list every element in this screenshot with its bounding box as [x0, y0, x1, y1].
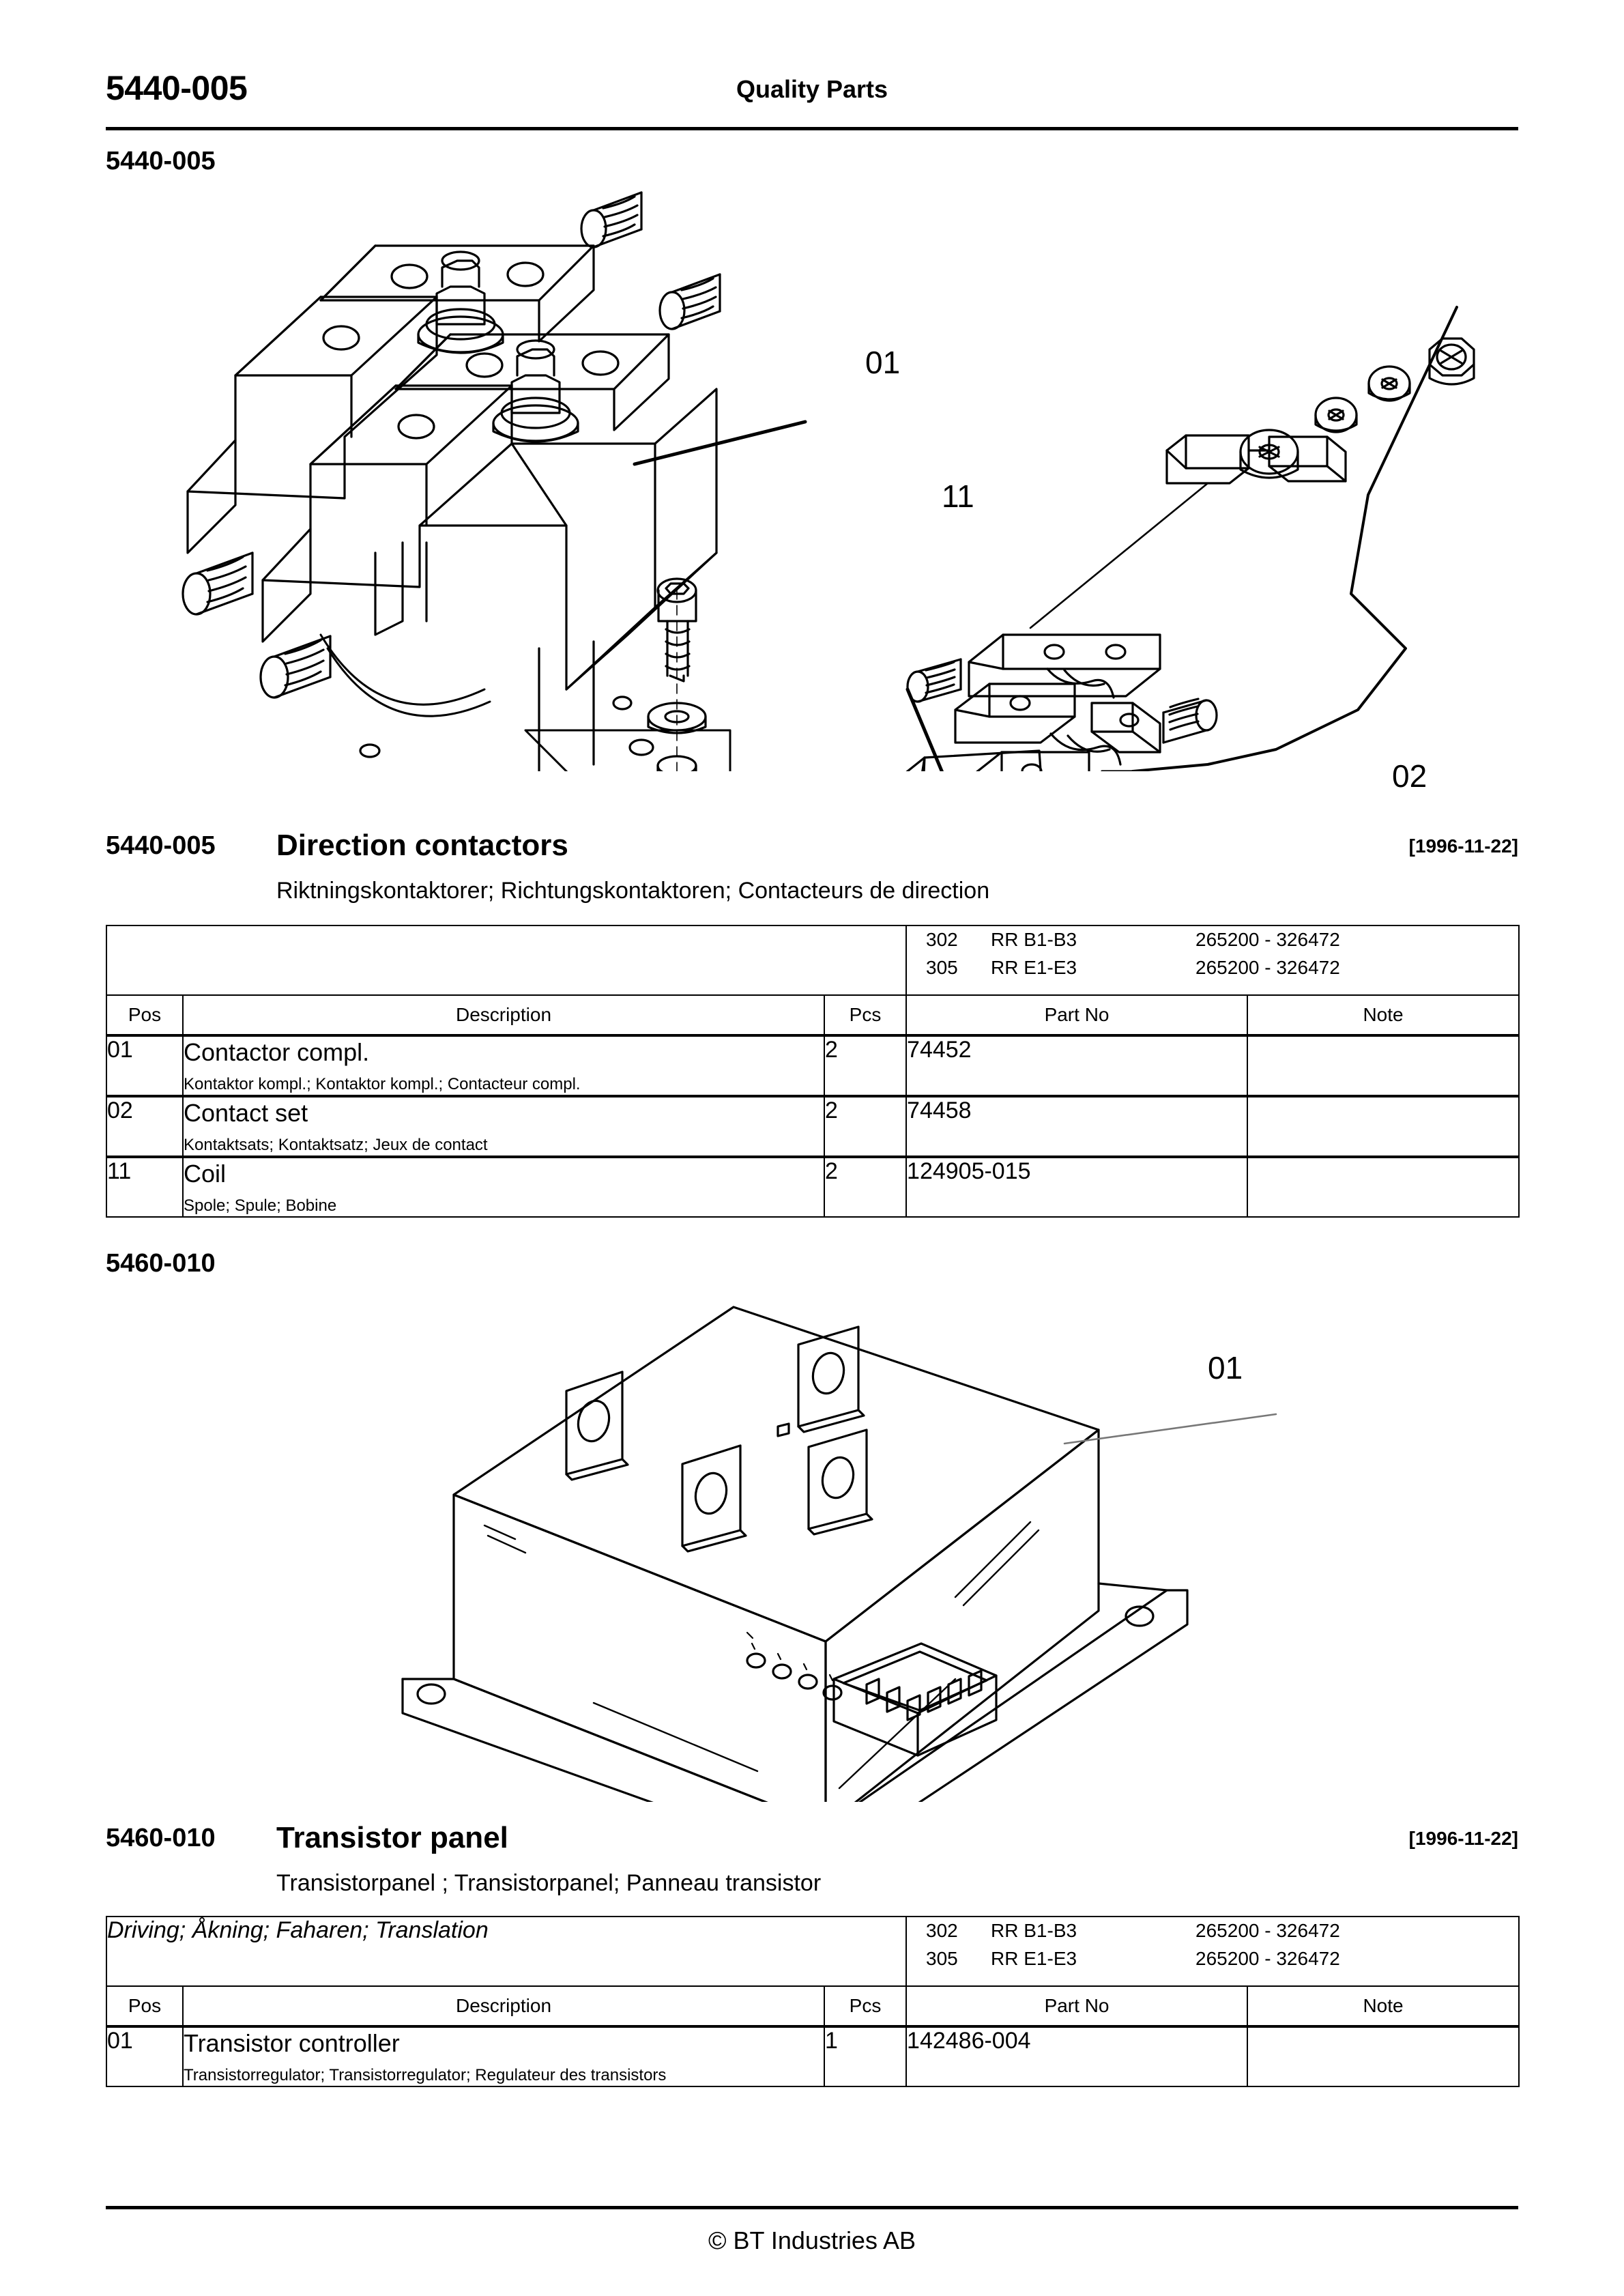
description-main: Contact set	[184, 1099, 308, 1127]
applicability-row: 302 RR B1-B3 265200 - 326472	[926, 1920, 1340, 1941]
cell-pos: 01	[106, 2025, 184, 2087]
page-title: Quality Parts	[736, 75, 888, 103]
description-main: Coil	[184, 1160, 227, 1188]
section-revision-date: [1996-11-22]	[1408, 1828, 1518, 1849]
callout-01-contactor: 01	[865, 345, 901, 380]
section-title-direction-contactors: 5440-005 Direction contactors [1996-11-2…	[106, 829, 1518, 904]
cell-pcs: 1	[823, 2025, 908, 2087]
description-translations: Kontaktor kompl.; Kontaktor kompl.; Cont…	[184, 1075, 581, 1093]
cell-pcs: 2	[823, 1034, 908, 1097]
applicability-label: Driving; Åkning; Faharen; Translation	[105, 1916, 908, 1987]
applicability-label	[105, 925, 908, 996]
section-title-name: Transistor panel	[276, 1821, 508, 1854]
applicability-models: 302 RR B1-B3 265200 - 326472 305 RR E1-E…	[905, 925, 1520, 996]
column-header-part-no: Part No	[905, 994, 1249, 1036]
cell-note	[1247, 1156, 1520, 1218]
applicability-band: Driving; Åkning; Faharen; Translation 30…	[105, 1916, 1520, 1987]
cell-description: Coil Spole; Spule; Bobine	[182, 1156, 825, 1218]
footer-divider	[106, 2206, 1518, 2209]
cell-pos: 11	[106, 1156, 184, 1218]
applicability-row: 302 RR B1-B3 265200 - 326472	[926, 929, 1340, 950]
cell-description: Contactor compl. Kontaktor kompl.; Konta…	[182, 1034, 825, 1097]
callout-01-transistor-controller: 01	[1208, 1350, 1243, 1386]
callout-02-contact-set: 02	[1392, 758, 1427, 794]
cell-part-no: 142486-004	[905, 2025, 1249, 2087]
column-header-part-no: Part No	[905, 1985, 1249, 2027]
section-code-5460-010: 5460-010	[106, 1249, 216, 1278]
section-title-translations: Riktningskontaktorer; Richtungskontaktor…	[276, 878, 990, 904]
footer-copyright: © BT Industries AB	[708, 2226, 916, 2254]
applicability-models: 302 RR B1-B3 265200 - 326472 305 RR E1-E…	[905, 1916, 1520, 1987]
figure-transistor-panel	[116, 1269, 1522, 1802]
applicability-row: 305 RR E1-E3 265200 - 326472	[926, 1947, 1340, 1969]
parts-table-direction-contactors: 302 RR B1-B3 265200 - 326472 305 RR E1-E…	[105, 925, 1520, 1218]
applicability-row: 305 RR E1-E3 265200 - 326472	[926, 956, 1340, 978]
header-divider	[106, 127, 1518, 130]
section-title-transistor-panel: 5460-010 Transistor panel [1996-11-22] T…	[106, 1821, 1518, 1897]
column-header-note: Note	[1247, 994, 1520, 1036]
page-header: 5440-005 Quality Parts	[106, 68, 1518, 130]
column-header-pos: Pos	[106, 994, 184, 1036]
column-header-pos: Pos	[106, 1985, 184, 2027]
cell-note	[1247, 2025, 1520, 2087]
description-translations: Transistorregulator; Transistorregulator…	[184, 2066, 667, 2084]
cell-pcs: 2	[823, 1095, 908, 1158]
column-header-note: Note	[1247, 1985, 1520, 2027]
cell-part-no: 124905-015	[905, 1156, 1249, 1218]
section-title-translations: Transistorpanel ; Transistorpanel; Panne…	[276, 1870, 822, 1896]
column-header-description: Description	[182, 1985, 825, 2027]
table-row[interactable]: 11 Coil Spole; Spule; Bobine 2 124905-01…	[106, 1156, 1520, 1218]
cell-description: Contact set Kontaktsats; Kontaktsatz; Je…	[182, 1095, 825, 1158]
table-row[interactable]: 02 Contact set Kontaktsats; Kontaktsatz;…	[106, 1095, 1520, 1158]
description-translations: Spole; Spule; Bobine	[184, 1196, 337, 1215]
parts-table-transistor-panel: Driving; Åkning; Faharen; Translation 30…	[105, 1916, 1520, 2087]
description-main: Transistor controller	[184, 2029, 400, 2057]
callout-11-coil: 11	[942, 478, 974, 514]
cell-pos: 02	[106, 1095, 184, 1158]
section-revision-date: [1996-11-22]	[1408, 835, 1518, 857]
table-row[interactable]: 01 Contactor compl. Kontaktor kompl.; Ko…	[106, 1034, 1520, 1097]
table-column-headers: Pos Description Pcs Part No Note	[106, 1985, 1520, 2027]
section-code-5440-005: 5440-005	[106, 147, 216, 175]
cell-note	[1247, 1095, 1520, 1158]
column-header-description: Description	[182, 994, 825, 1036]
cell-description: Transistor controller Transistorregulato…	[182, 2025, 825, 2087]
cell-part-no: 74452	[905, 1034, 1249, 1097]
section-title-code: 5440-005	[106, 831, 216, 860]
cell-pos: 01	[106, 1034, 184, 1097]
column-header-pcs: Pcs	[823, 1985, 908, 2027]
section-title-code: 5460-010	[106, 1824, 216, 1852]
applicability-band: 302 RR B1-B3 265200 - 326472 305 RR E1-E…	[105, 925, 1520, 996]
table-column-headers: Pos Description Pcs Part No Note	[106, 994, 1520, 1036]
header-section-code: 5440-005	[106, 69, 248, 107]
description-main: Contactor compl.	[184, 1038, 370, 1066]
figure-direction-contactors	[116, 171, 1522, 771]
description-translations: Kontaktsats; Kontaktsatz; Jeux de contac…	[184, 1136, 488, 1154]
column-header-pcs: Pcs	[823, 994, 908, 1036]
cell-part-no: 74458	[905, 1095, 1249, 1158]
cell-pcs: 2	[823, 1156, 908, 1218]
cell-note	[1247, 1034, 1520, 1097]
section-title-name: Direction contactors	[276, 829, 568, 862]
table-row[interactable]: 01 Transistor controller Transistorregul…	[106, 2025, 1520, 2087]
